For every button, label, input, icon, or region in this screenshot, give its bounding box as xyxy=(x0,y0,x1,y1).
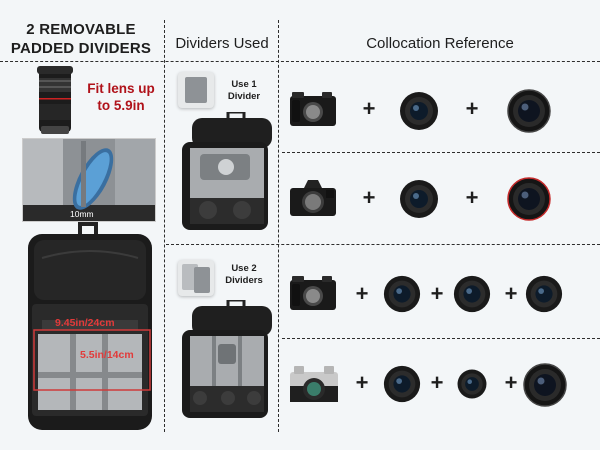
use-one-divider-line-1: Use 1 xyxy=(231,79,257,90)
lens-fit-line-2: to 5.9in xyxy=(97,98,145,113)
bag-one-divider-image xyxy=(182,112,272,230)
lens-fit-line-1: Fit lens up xyxy=(87,81,155,96)
header-removable-dividers: 2 REMOVABLE PADDED DIVIDERS xyxy=(0,20,162,58)
header-left-line-1: 2 REMOVABLE xyxy=(26,21,136,38)
camera-bag-image xyxy=(28,222,152,430)
plus-sign: + xyxy=(430,281,444,306)
plus-sign: + xyxy=(430,370,444,395)
mirrorless-camera-icon xyxy=(290,276,336,310)
plus-sign: + xyxy=(465,185,479,210)
plus-sign: + xyxy=(362,96,376,121)
lens-icon xyxy=(400,92,438,130)
retro-camera-icon xyxy=(290,366,338,402)
two-dividers-icon xyxy=(178,260,214,296)
use-two-dividers-line-2: Dividers xyxy=(225,275,263,286)
thickness-label: 10mm xyxy=(70,209,94,219)
plus-sign: + xyxy=(355,370,369,395)
grid-mid-line xyxy=(166,244,600,245)
combo-rows: + + + + xyxy=(280,62,600,432)
one-divider-icon xyxy=(178,72,214,108)
zoom-lens-icon xyxy=(507,177,551,221)
grid-header-line xyxy=(0,61,600,62)
use-two-dividers-line-1: Use 2 xyxy=(231,263,257,274)
zoom-lens-icon xyxy=(523,363,567,407)
plus-sign: + xyxy=(504,281,518,306)
bag-two-dividers-image xyxy=(182,300,272,418)
use-one-divider-line-2: Divider xyxy=(227,91,261,102)
lens-icon xyxy=(383,275,421,313)
lens-icon xyxy=(453,275,491,313)
lens-fit-callout: Fit lens up to 5.9in xyxy=(78,80,164,114)
use-one-divider-label: Use 1 Divider xyxy=(220,79,268,103)
dslr-camera-icon xyxy=(290,180,336,216)
header-collocation-reference: Collocation Reference xyxy=(366,35,514,52)
header-dividers-used: Dividers Used xyxy=(175,35,269,52)
grid-row-line-1 xyxy=(282,152,600,153)
bag-height-label: 5.5in/14cm xyxy=(80,349,134,361)
divider-closeup-photo xyxy=(22,138,156,222)
plus-sign: + xyxy=(465,96,479,121)
grid-row-line-3 xyxy=(282,338,600,339)
lens-icon xyxy=(400,180,438,218)
header-left-line-2: PADDED DIVIDERS xyxy=(10,40,152,57)
plus-sign: + xyxy=(504,370,518,395)
plus-sign: + xyxy=(355,281,369,306)
use-two-dividers-label: Use 2 Dividers xyxy=(220,263,268,287)
lens-icon xyxy=(457,369,487,399)
grid-vertical-line-1 xyxy=(164,20,165,432)
telephoto-lens-image xyxy=(37,66,73,134)
plus-sign: + xyxy=(362,185,376,210)
zoom-lens-icon xyxy=(507,89,551,133)
lens-icon xyxy=(383,365,421,403)
lens-icon xyxy=(525,275,563,313)
bag-width-label: 9.45in/24cm xyxy=(55,317,115,329)
grid-vertical-line-2 xyxy=(278,20,279,432)
mirrorless-camera-icon xyxy=(290,92,336,126)
